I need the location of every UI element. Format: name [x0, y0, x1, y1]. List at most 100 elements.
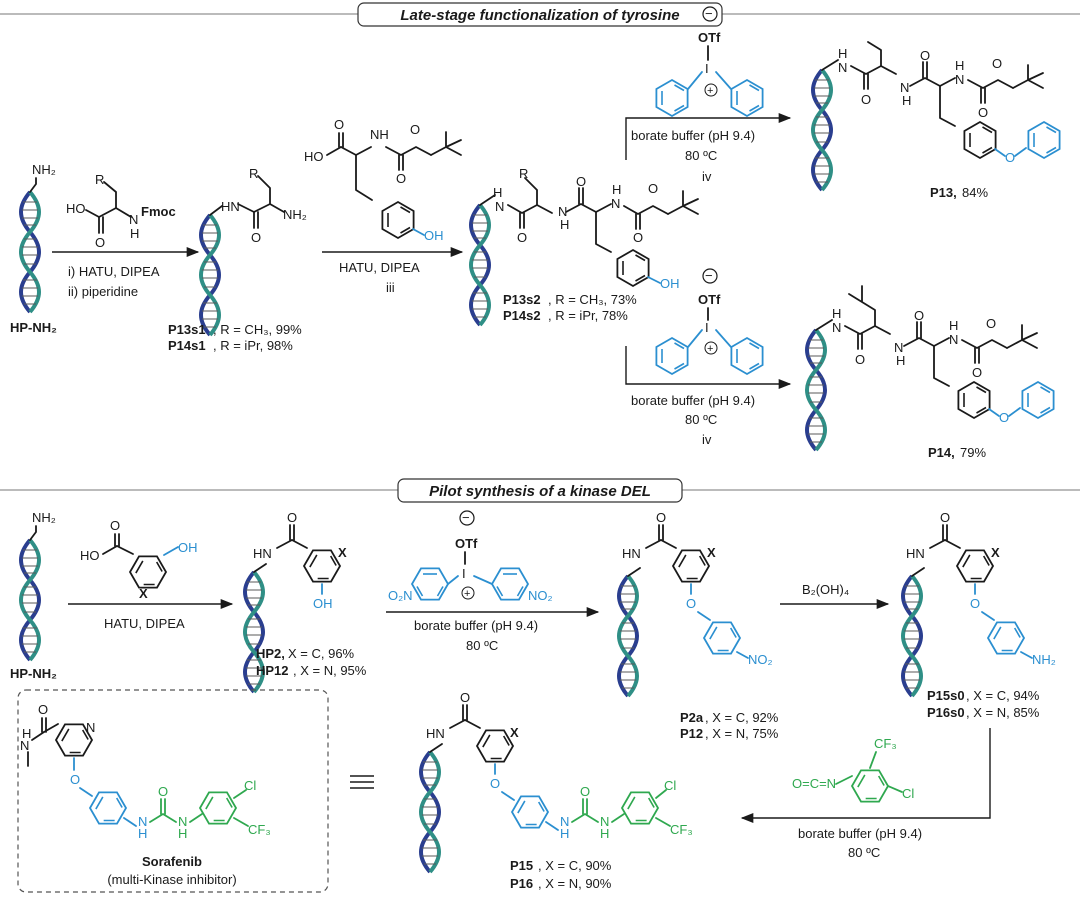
diphenyliodonium-top: − OTf I + [655, 6, 764, 117]
cond-step2: HATU, DIPEA [339, 260, 420, 275]
svg-text:HN: HN [906, 546, 925, 561]
equivalence-sign [350, 775, 374, 789]
svg-text:O: O [1005, 150, 1015, 165]
svg-text:O₂N: O₂N [388, 588, 413, 603]
svg-text:P14s2: P14s2 [503, 308, 541, 323]
svg-text:H: H [832, 306, 841, 321]
svg-text:O: O [460, 690, 470, 705]
svg-text:R: R [95, 172, 104, 187]
svg-text:OTf: OTf [455, 536, 478, 551]
svg-text:NH₂: NH₂ [1032, 652, 1056, 667]
svg-text:O: O [517, 230, 527, 245]
svg-text:O: O [920, 48, 930, 63]
arrow-borate-2 [740, 728, 991, 824]
svg-text:O: O [95, 235, 105, 250]
svg-text:O: O [855, 352, 865, 367]
svg-text:X: X [707, 545, 716, 560]
svg-text:, X = N, 85%: , X = N, 85% [966, 705, 1040, 720]
svg-text:HP-NH₂: HP-NH₂ [10, 320, 57, 335]
svg-text:O: O [251, 230, 261, 245]
arrow-branch-p14 [625, 346, 792, 390]
svg-text:R: R [519, 166, 528, 181]
fmoc-amino-acid: R HO O N H Fmoc [66, 172, 176, 250]
svg-text:O: O [970, 596, 980, 611]
svg-text:OTf: OTf [698, 292, 721, 307]
cond-b2oh4: B₂(OH)₄ [802, 582, 849, 597]
svg-text:Cl: Cl [244, 778, 256, 793]
section-header-kinase: Pilot synthesis of a kinase DEL [429, 483, 651, 500]
svg-text:H: H [902, 93, 911, 108]
svg-text:N: N [900, 80, 909, 95]
svg-text:O: O [580, 784, 590, 799]
svg-text:P14,: P14, [928, 445, 955, 460]
svg-text:O: O [686, 596, 696, 611]
svg-text:N: N [129, 212, 138, 227]
svg-text:P15s0: P15s0 [927, 688, 965, 703]
compound-p13s1: HN O R NH₂ P13s1 , R = CH₃, 99% P14s1 , … [168, 166, 307, 353]
svg-text:NH₂: NH₂ [283, 207, 307, 222]
svg-text:HP2,: HP2, [256, 646, 285, 661]
svg-text:N: N [560, 814, 569, 829]
svg-text:H: H [955, 58, 964, 73]
svg-text:H: H [560, 826, 569, 841]
svg-text:P13s1: P13s1 [168, 322, 206, 337]
svg-text:H: H [838, 46, 847, 61]
svg-text:P13s2: P13s2 [503, 292, 541, 307]
cond-hatu: HATU, DIPEA [104, 616, 185, 631]
compound-p15: HN O X O H N O N H Cl CF₃ P15 , X = C, 9… [419, 690, 693, 891]
bis-nitrophenyl-iodonium: − OTf I + O₂N NO₂ [388, 510, 553, 603]
svg-text:X: X [991, 545, 1000, 560]
svg-text:H: H [22, 726, 31, 741]
svg-text:+: + [464, 588, 470, 600]
boc-tyrosine: O HO NH O O OH [304, 117, 462, 243]
svg-text:HP12: HP12 [256, 663, 289, 678]
svg-text:, X = C, 94%: , X = C, 94% [966, 688, 1040, 703]
svg-text:O: O [861, 92, 871, 107]
svg-text:O: O [978, 105, 988, 120]
svg-text:O: O [986, 316, 996, 331]
svg-text:P14s1: P14s1 [168, 338, 206, 353]
svg-text:, X = C, 92%: , X = C, 92% [705, 710, 779, 725]
svg-text:N: N [558, 204, 567, 219]
svg-text:HN: HN [221, 199, 240, 214]
svg-text:O: O [490, 776, 500, 791]
svg-text:O: O [110, 518, 120, 533]
cond-step1-line2: ii) piperidine [68, 284, 138, 299]
arrow-branch-p13 [625, 112, 792, 160]
svg-text:Sorafenib: Sorafenib [142, 854, 202, 869]
svg-text:O: O [999, 410, 1009, 425]
svg-text:O: O [38, 702, 48, 717]
compound-p13s2: H N O R N H O H N O O OH P13s2 , R = CH₃… [469, 166, 699, 327]
svg-text:H: H [600, 826, 609, 841]
svg-text:N: N [138, 814, 147, 829]
svg-text:, R = iPr, 98%: , R = iPr, 98% [213, 338, 293, 353]
svg-text:N: N [838, 60, 847, 75]
svg-text:N: N [20, 738, 29, 753]
sorafenib-box [17, 689, 329, 893]
svg-text:O: O [633, 230, 643, 245]
hydroxy-benzoic-acid: O HO OH X [80, 518, 198, 601]
svg-text:R: R [249, 166, 258, 181]
svg-text:, X = N, 90%: , X = N, 90% [538, 876, 612, 891]
svg-text:HO: HO [66, 201, 86, 216]
section-header-tyrosine: Late-stage functionalization of tyrosine [400, 7, 679, 24]
cond-step2-label: iii [386, 280, 395, 295]
svg-text:I: I [462, 566, 466, 581]
svg-text:, X = N, 75%: , X = N, 75% [705, 726, 779, 741]
compound-p13: H N O N H O H N O O O P13, 84% [811, 41, 1061, 200]
svg-text:P16s0: P16s0 [927, 705, 965, 720]
svg-text:O: O [648, 181, 658, 196]
svg-text:X: X [338, 545, 347, 560]
hp-nh2-bottom: NH₂ HP-NH₂ [10, 510, 57, 681]
svg-text:HP-NH₂: HP-NH₂ [10, 666, 57, 681]
svg-text:I: I [705, 320, 709, 335]
svg-text:P12: P12 [680, 726, 703, 741]
svg-text:80 ºC: 80 ºC [466, 638, 498, 653]
svg-text:OH: OH [660, 276, 680, 291]
compound-p15s0: HN O X O NH₂ P15s0 , X = C, 94% P16s0 , … [901, 510, 1056, 720]
svg-text:Cl: Cl [664, 778, 676, 793]
svg-text:NO₂: NO₂ [748, 652, 773, 667]
svg-text:N: N [949, 332, 958, 347]
svg-text:80 ºC: 80 ºC [685, 148, 717, 163]
svg-text:H: H [493, 185, 502, 200]
